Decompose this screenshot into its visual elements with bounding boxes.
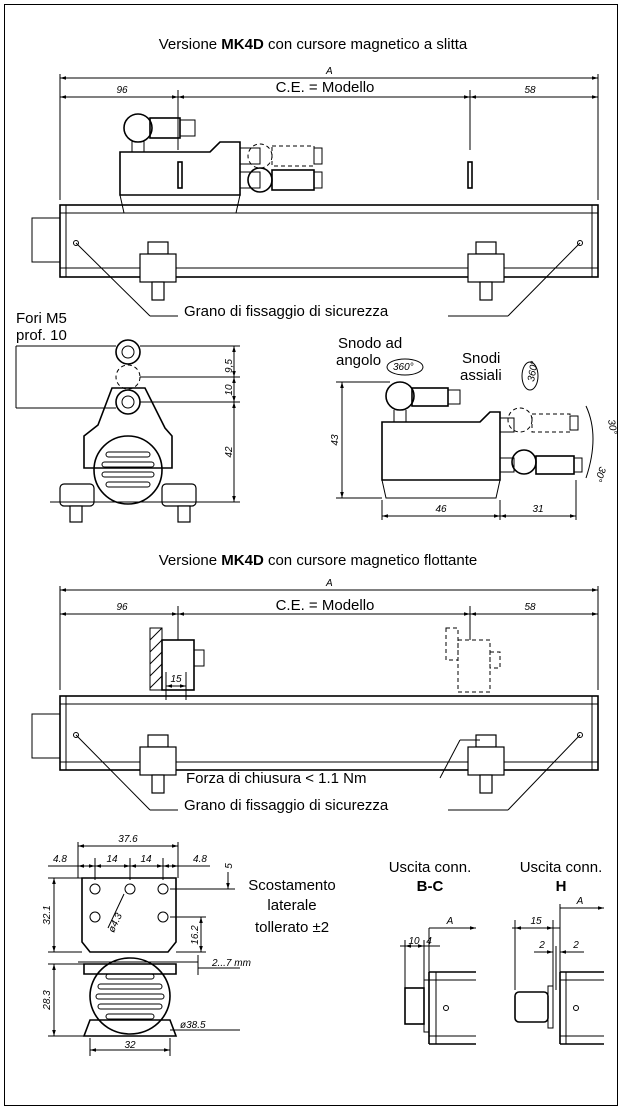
drawing-frame — [4, 4, 618, 1106]
dim-46: 46 — [435, 504, 447, 515]
dim-9-5: 9,5 — [224, 359, 235, 373]
snodi-line2: assiali — [460, 367, 502, 384]
fori-line1: Fori M5 — [16, 310, 67, 327]
fori-line2: prof. 10 — [16, 327, 67, 344]
dim-96-2: 96 — [116, 602, 128, 613]
output-h-line1: Uscita conn. — [520, 859, 603, 876]
ce-label: C.E. = Modello — [276, 79, 375, 96]
ce-label-2: C.E. = Modello — [276, 597, 375, 614]
dim-2-7: 2...7 mm — [211, 958, 251, 969]
joints-view-slider — [336, 358, 594, 520]
dim-a2-label: A — [325, 578, 333, 589]
angle-360-b: 360° — [526, 360, 540, 382]
dim-16-2: 16.2 — [190, 925, 201, 945]
snodo-line1: Snodo ad — [338, 335, 402, 352]
dim-14-b: 14 — [140, 854, 152, 865]
angle-360-a: 360° — [393, 362, 414, 373]
snodo-line2: angolo — [336, 352, 381, 369]
scostamento-line1: Scostamento — [248, 877, 336, 894]
snodi-line1: Snodi — [462, 350, 500, 367]
grano-label-2: Grano di fissaggio di sicurezza — [184, 797, 389, 814]
dim-28-3: 28.3 — [42, 990, 53, 1011]
angle-30-a: 30° — [605, 419, 618, 436]
slider-carriage — [119, 113, 473, 196]
scostamento-line3: tollerato ±2 — [255, 919, 329, 936]
bc-dim-4: 4 — [426, 936, 432, 947]
dim-4-3: ø4.3 — [107, 911, 126, 934]
section2-title: Versione MK4D con cursore magnetico flot… — [159, 552, 478, 569]
dim-4-8-a: 4.8 — [53, 854, 67, 865]
section1-title: Versione MK4D con cursore magnetico a sl… — [159, 36, 468, 53]
dim-58-2: 58 — [524, 602, 536, 613]
dim-58: 58 — [524, 85, 536, 96]
h-dim-15: 15 — [530, 916, 542, 927]
dim-14-a: 14 — [106, 854, 118, 865]
bc-dim-10: 10 — [408, 936, 420, 947]
h-dim-2-a: 2 — [538, 940, 545, 951]
dim-15: 15 — [170, 674, 182, 685]
rail-section1 — [31, 194, 599, 317]
dim-10: 10 — [224, 384, 235, 396]
dim-31: 31 — [532, 504, 543, 515]
connector-h-detail — [512, 904, 604, 1045]
dim-42: 42 — [224, 446, 235, 458]
side-view-slider — [15, 339, 240, 523]
bottom-view-slider — [48, 842, 240, 1056]
dim-4-8-b: 4.8 — [193, 854, 207, 865]
rail-section2 — [31, 695, 599, 811]
dim-37-6: 37.6 — [118, 834, 138, 845]
forza-label: Forza di chiusura < 1.1 Nm — [186, 770, 367, 787]
dim-43: 43 — [330, 434, 341, 446]
dim-32: 32 — [124, 1040, 136, 1051]
h-dim-a: A — [576, 896, 584, 907]
output-h-line2: H — [556, 878, 567, 895]
dim-5: 5 — [224, 863, 235, 869]
dim-96: 96 — [116, 85, 128, 96]
dim-38-5: ø38.5 — [180, 1020, 206, 1031]
scostamento-line2: laterale — [267, 897, 316, 914]
floating-carriage — [149, 627, 501, 700]
output-bc-line2: B-C — [417, 878, 444, 895]
dim-32-1: 32.1 — [42, 905, 53, 924]
bc-dim-a: A — [446, 916, 454, 927]
angle-30-b: 30° — [592, 465, 608, 483]
grano-label-1: Grano di fissaggio di sicurezza — [184, 303, 389, 320]
h-dim-2-b: 2 — [572, 940, 579, 951]
output-bc-line1: Uscita conn. — [389, 859, 472, 876]
dim-a-label: A — [325, 66, 333, 77]
connector-bc-detail — [400, 926, 476, 1045]
